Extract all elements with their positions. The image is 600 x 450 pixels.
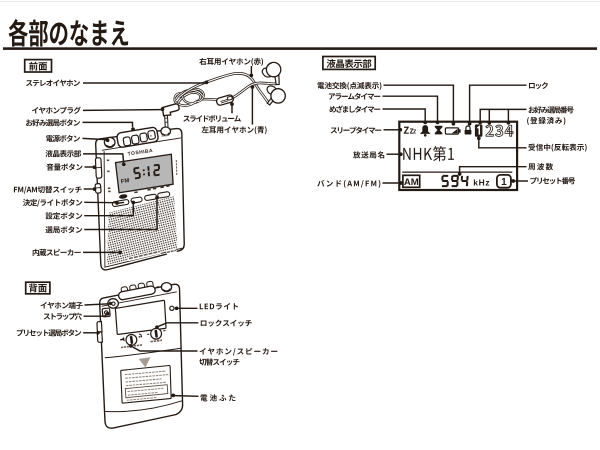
svg-text:kHz: kHz (473, 177, 490, 187)
svg-text:AM: AM (404, 177, 419, 188)
svg-text:1: 1 (501, 177, 507, 188)
svg-text:FM: FM (121, 178, 130, 185)
svg-text:TOSHIBA: TOSHIBA (127, 148, 153, 157)
